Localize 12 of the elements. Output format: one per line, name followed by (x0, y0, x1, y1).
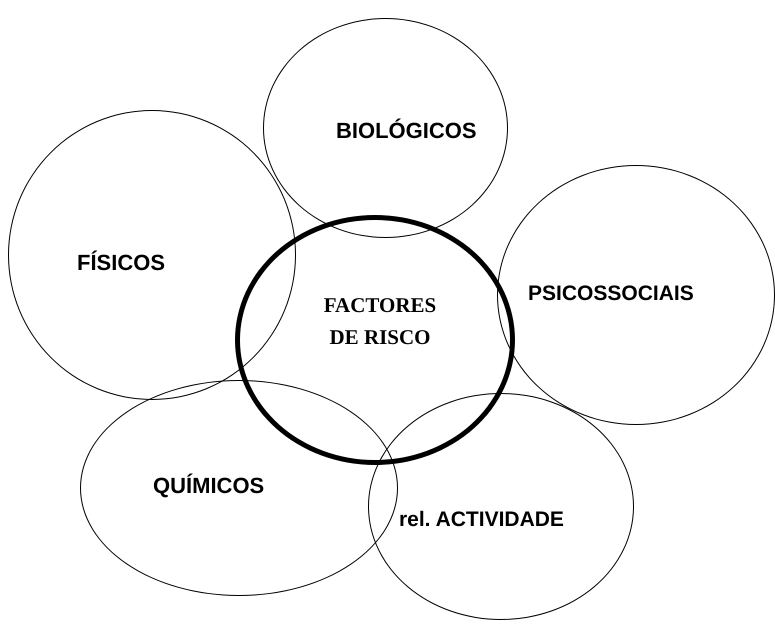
ellipse (497, 165, 775, 425)
node-label: PSICOSSOCIAIS (528, 281, 694, 307)
ellipse (80, 380, 398, 596)
ellipse (263, 18, 508, 238)
ellipse (368, 393, 634, 620)
node-label: rel. ACTIVIDADE (399, 507, 564, 533)
node-label: BIOLÓGICOS (336, 117, 477, 145)
ellipse (8, 110, 296, 400)
node-label: QUÍMICOS (153, 472, 264, 500)
node-label: FACTORES DE RISCO (322, 292, 438, 350)
ellipse (235, 215, 515, 465)
node-label: FÍSICOS (77, 249, 166, 277)
